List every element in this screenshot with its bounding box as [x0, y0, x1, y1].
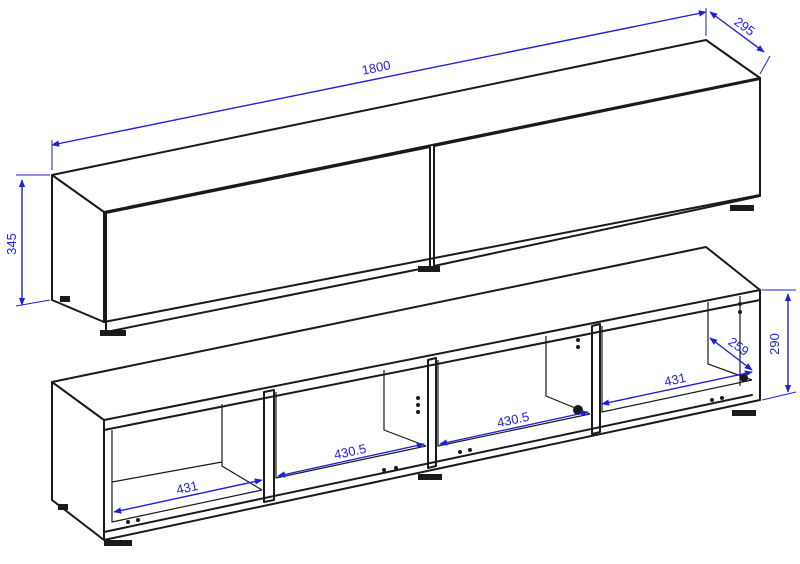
shelf-peg-hole	[416, 403, 420, 407]
lower-foot	[418, 474, 442, 480]
compartment-4-width-label: 431	[663, 370, 687, 389]
lower-depth-dimension: 259	[709, 334, 753, 371]
upper-foot	[100, 330, 126, 336]
upper-foot	[418, 266, 440, 272]
lower-depth-label: 259	[725, 334, 751, 359]
compartment-3-width-label: 430.5	[496, 409, 531, 430]
upper-wall-cabinet	[51, 39, 761, 336]
compartment-4	[601, 296, 753, 413]
lower-height-dimension: 290	[761, 289, 797, 401]
shelf-peg-hole	[126, 520, 130, 524]
compartment-2-width-dimension: 430.5	[277, 441, 425, 478]
upper-door-left	[105, 146, 431, 333]
upper-door-right	[433, 78, 761, 267]
lower-height-label: 290	[767, 333, 782, 355]
lower-foot	[58, 504, 68, 510]
compartment-2-width-label: 430.5	[333, 441, 368, 462]
compartment-1-width-dimension: 431	[113, 478, 263, 514]
shelf-peg-hole	[576, 338, 580, 342]
shelf-peg-hole	[136, 518, 140, 522]
upper-width-dimension: 1800	[51, 8, 707, 170]
compartment-3-width-dimension: 430.5	[439, 409, 589, 446]
shelf-peg-hole	[468, 448, 472, 452]
lower-tv-unit	[51, 246, 761, 546]
divider-1	[263, 389, 275, 503]
upper-foot	[60, 296, 70, 302]
shelf-peg-hole	[576, 345, 580, 349]
upper-height-label: 345	[4, 233, 19, 255]
divider-3	[591, 323, 601, 435]
lower-foot	[732, 410, 756, 416]
upper-depth-label: 295	[731, 14, 757, 39]
shelf-peg-hole	[458, 450, 462, 454]
upper-height-dimension: 345	[4, 174, 51, 307]
shelf-peg-hole	[394, 466, 398, 470]
lower-foot	[104, 540, 132, 546]
upper-width-label: 1800	[360, 57, 391, 77]
cable-hole	[740, 374, 748, 382]
compartment-2	[275, 370, 427, 479]
shelf-peg-hole	[382, 468, 386, 472]
shelf-peg-hole	[416, 396, 420, 400]
shelf-peg-hole	[416, 410, 420, 414]
shelf-peg-hole	[738, 302, 742, 306]
compartment-3	[437, 336, 591, 454]
compartment-4-width-dimension: 431	[601, 370, 753, 406]
shelf-peg-hole	[710, 398, 714, 402]
upper-foot	[730, 205, 754, 211]
shelf-peg-hole	[738, 310, 742, 314]
compartment-1-width-label: 431	[175, 478, 199, 497]
compartment-1	[111, 404, 263, 524]
divider-2	[427, 357, 437, 469]
shelf-peg-hole	[720, 396, 724, 400]
